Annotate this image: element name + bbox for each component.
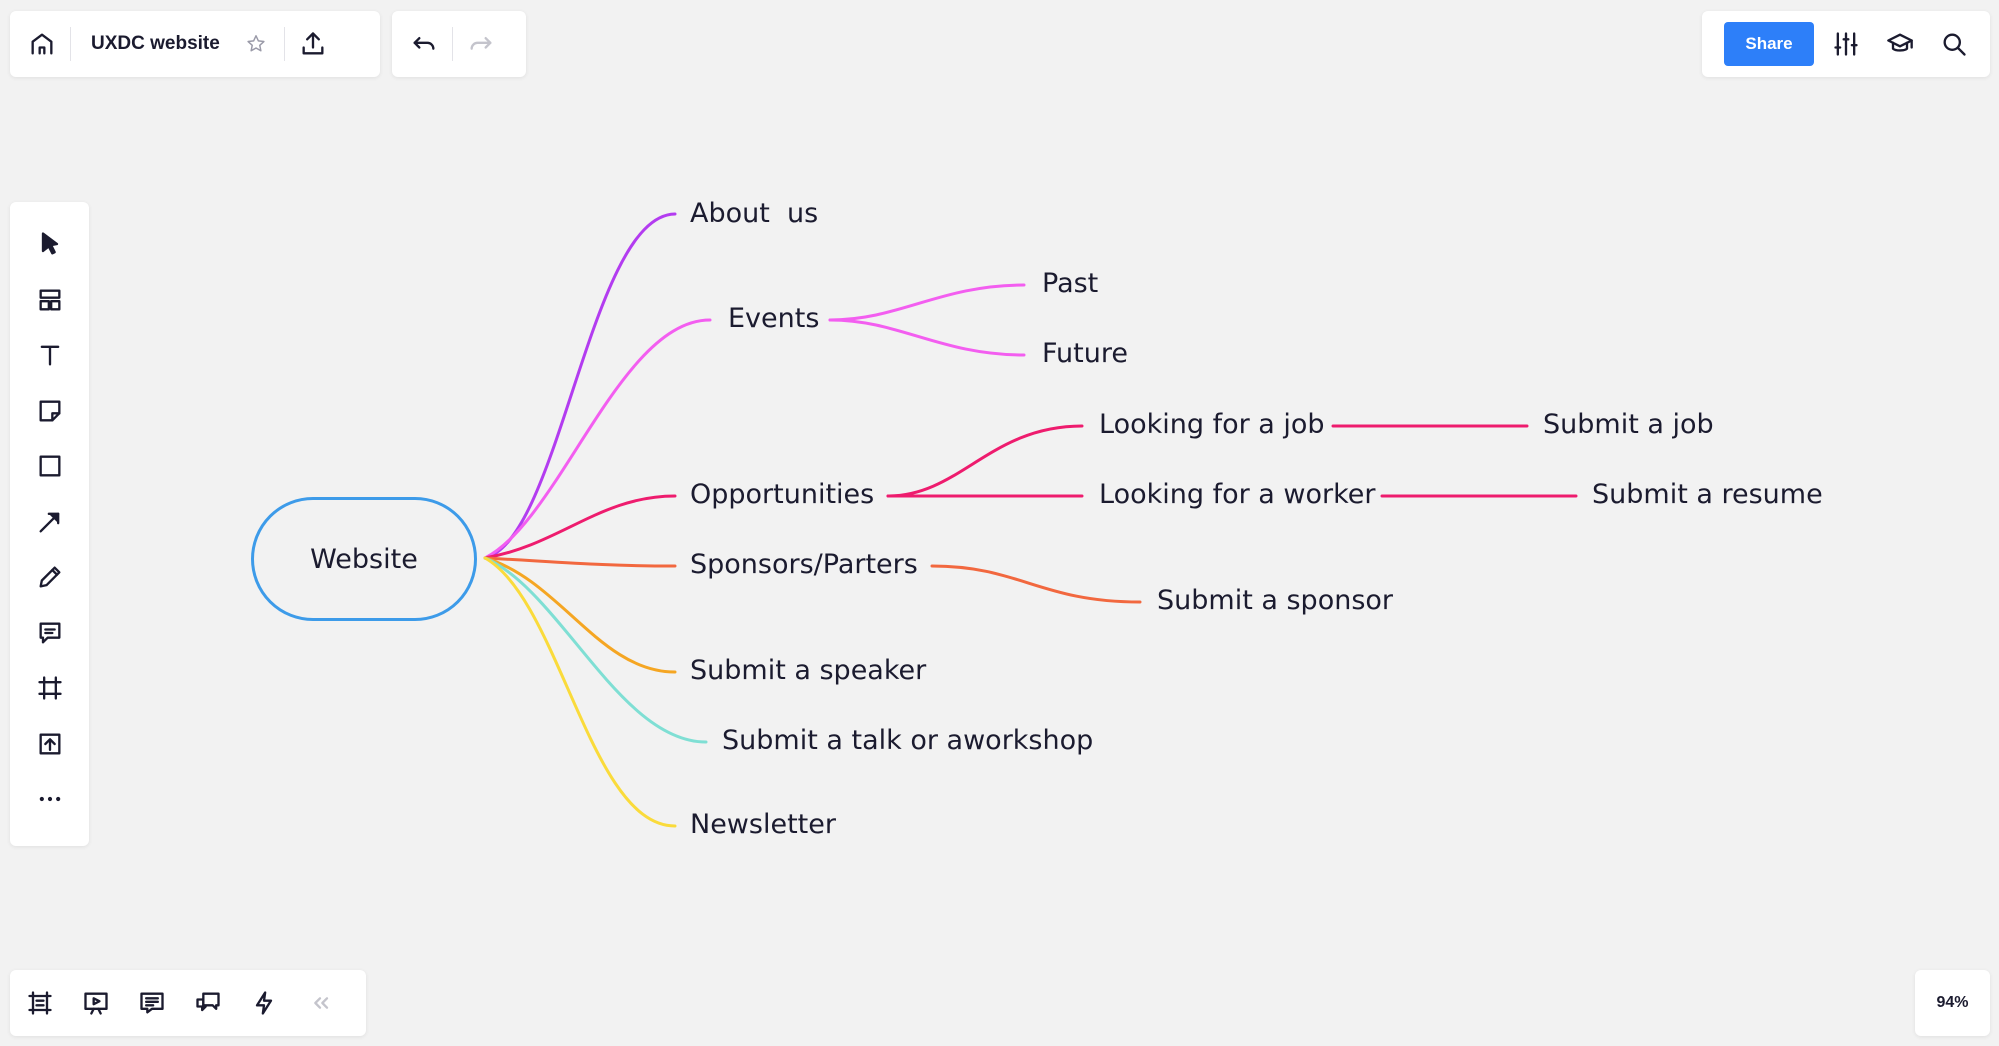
comment-tool[interactable]: [28, 611, 72, 655]
select-tool[interactable]: [28, 222, 72, 266]
home-icon: [31, 33, 53, 55]
undo-redo-panel: [392, 11, 526, 77]
upload-tool[interactable]: [28, 722, 72, 766]
connector-submit-speaker: [483, 556, 677, 674]
connector-submit-talk: [483, 556, 708, 744]
star-icon: [247, 35, 265, 52]
presentation-button[interactable]: [74, 981, 118, 1025]
frame-icon: [37, 676, 62, 700]
undo-button[interactable]: [402, 22, 446, 66]
chat-icon: [196, 992, 220, 1012]
shape-icon: [39, 455, 60, 477]
search-icon: [1943, 33, 1966, 56]
node-opportunities[interactable]: Opportunities: [690, 479, 875, 510]
upload-file-icon: [39, 733, 60, 754]
connector-past: [828, 283, 1026, 322]
presentation-icon: [84, 992, 108, 1015]
comments-panel-button[interactable]: [130, 981, 174, 1025]
top-right-panel: Share: [1702, 11, 1990, 77]
share-button[interactable]: Share: [1724, 22, 1814, 66]
sticky-note-icon: [39, 400, 60, 421]
home-button[interactable]: [20, 22, 64, 66]
undo-icon: [413, 37, 435, 50]
connector-events: [483, 318, 712, 560]
redo-icon: [470, 37, 492, 50]
templates-tool[interactable]: [28, 278, 72, 322]
connector-opportunities: [483, 494, 677, 560]
pen-icon: [39, 566, 60, 588]
board-header-panel: UXDC website: [10, 11, 380, 77]
learning-cap-icon: [1887, 33, 1913, 52]
board-title[interactable]: UXDC website: [91, 33, 220, 54]
arrow-icon: [39, 512, 59, 532]
templates-icon: [39, 289, 60, 310]
settings-sliders-icon: [1834, 32, 1858, 56]
select-cursor-icon: [41, 232, 58, 255]
node-newsletter[interactable]: Newsletter: [690, 809, 836, 840]
chat-button[interactable]: [186, 981, 230, 1025]
node-submit-resume[interactable]: Submit a resume: [1592, 479, 1823, 510]
more-icon: [39, 796, 60, 802]
node-about-us[interactable]: About us: [690, 198, 819, 229]
divider: [452, 27, 453, 61]
frame-tool[interactable]: [28, 666, 72, 710]
comment-icon: [39, 622, 60, 643]
activity-button[interactable]: [242, 981, 286, 1025]
sticky-note-tool[interactable]: [28, 389, 72, 433]
comments-list-icon: [140, 992, 164, 1014]
text-icon: [40, 345, 59, 366]
upload-icon: [302, 32, 324, 55]
connector-about-us: [483, 212, 677, 560]
node-submit-job[interactable]: Submit a job: [1543, 409, 1714, 440]
frames-icon: [28, 991, 52, 1015]
node-looking-for-worker[interactable]: Looking for a worker: [1099, 479, 1376, 510]
node-looking-for-job[interactable]: Looking for a job: [1099, 409, 1325, 440]
node-submit-speaker[interactable]: Submit a speaker: [690, 655, 927, 686]
arrow-tool[interactable]: [28, 500, 72, 544]
connector-sponsors: [483, 556, 677, 568]
connector-newsletter: [483, 556, 677, 828]
zoom-level[interactable]: 94%: [1936, 994, 1969, 1011]
redo-button[interactable]: [459, 22, 503, 66]
node-events[interactable]: Events: [728, 303, 820, 334]
pen-tool[interactable]: [28, 555, 72, 599]
connector-future: [828, 318, 1026, 357]
collapse-toolbar-button[interactable]: [298, 981, 342, 1025]
node-submit-sponsor[interactable]: Submit a sponsor: [1157, 585, 1394, 616]
star-button[interactable]: [234, 22, 278, 66]
bottom-toolbar: [10, 970, 366, 1036]
more-tools-button[interactable]: [28, 777, 72, 821]
divider: [70, 27, 71, 61]
shape-tool[interactable]: [28, 444, 72, 488]
learning-center-button[interactable]: [1878, 22, 1922, 66]
connector-looking-job: [886, 424, 1084, 498]
text-tool[interactable]: [28, 333, 72, 377]
left-toolbar: [10, 202, 89, 846]
lightning-icon: [255, 991, 273, 1015]
divider: [283, 27, 285, 61]
node-future[interactable]: Future: [1042, 338, 1128, 369]
connector-submit-sponsor: [930, 564, 1142, 604]
node-past[interactable]: Past: [1042, 268, 1099, 299]
search-button[interactable]: [1932, 22, 1976, 66]
mindmap-root-node[interactable]: Website: [251, 497, 477, 621]
frames-button[interactable]: [18, 981, 62, 1025]
zoom-control[interactable]: 94%: [1915, 970, 1990, 1036]
node-sponsors[interactable]: Sponsors/Parters: [690, 549, 918, 580]
node-submit-talk[interactable]: Submit a talk or aworkshop: [722, 725, 1094, 756]
export-button[interactable]: [291, 22, 335, 66]
board-settings-button[interactable]: [1824, 22, 1868, 66]
collapse-icon: [314, 997, 329, 1009]
